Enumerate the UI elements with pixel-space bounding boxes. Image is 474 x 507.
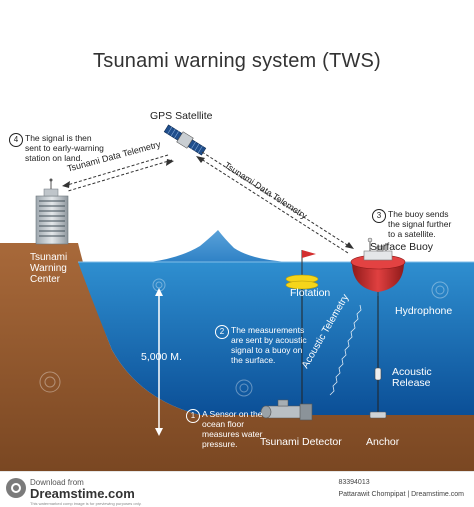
step-3-line: to a satellite.	[388, 229, 436, 239]
anchor-label: Anchor	[366, 436, 400, 448]
step-4-line: station on land.	[25, 153, 83, 163]
step-4-text: The signal is then sent to early-warning…	[25, 133, 104, 163]
warning-center-line-1: Tsunami	[30, 252, 68, 263]
tsunami-wave	[150, 230, 290, 262]
small-print: This watermarked comp image is for previ…	[30, 501, 142, 506]
step-4-number: 4	[9, 133, 23, 147]
acoustic-signal	[329, 304, 362, 396]
gps-satellite	[163, 124, 207, 156]
step-3-line: the signal further	[388, 219, 452, 229]
image-id: 83394013	[338, 479, 370, 486]
step-2-line: The measurements	[231, 325, 305, 335]
step-4-line: sent to early-warning	[25, 143, 104, 153]
warning-center-building	[35, 178, 69, 245]
step-1-line: ocean floor	[202, 419, 245, 429]
depth-label: 5,000 M.	[141, 351, 182, 363]
seabed	[0, 243, 474, 471]
flotation-buoy	[285, 250, 319, 410]
surface-buoy	[350, 237, 406, 296]
warning-center-line-3: Center	[30, 274, 61, 285]
warning-center-label: Tsunami Warning Center	[30, 252, 67, 285]
anchor-block	[369, 411, 387, 419]
credit-text: Pattarawit Chompipat | Dreamstime.com	[338, 491, 464, 498]
image-credit: 83394013 Pattarawit Chompipat | Dreamsti…	[338, 477, 464, 501]
step-1-line: A Sensor on the	[202, 409, 263, 419]
telemetry-arrows	[63, 151, 353, 254]
acoustic-release-line-1: Acoustic	[392, 366, 432, 378]
step-4-line: The signal is then	[25, 133, 92, 143]
site-name[interactable]: Dreamstime.com	[30, 486, 135, 501]
download-from-text: Download from	[30, 478, 84, 487]
warning-center-line-2: Warning	[30, 263, 67, 274]
step-1-number: 1	[186, 409, 200, 423]
tsunami-detector	[260, 399, 313, 421]
step-3-number: 3	[372, 209, 386, 223]
acoustic-release	[374, 367, 382, 381]
step-3-text: The buoy sends the signal further to a s…	[388, 209, 451, 239]
step-2-number: 2	[215, 325, 229, 339]
dreamstime-logo-icon	[6, 478, 26, 498]
step-2-line: signal to a buoy on	[231, 345, 303, 355]
watermark-footer: Download from Dreamstime.com This waterm…	[0, 471, 474, 507]
gps-satellite-label: GPS Satellite	[150, 110, 213, 122]
step-3-line: The buoy sends	[388, 209, 449, 219]
step-2-line: are sent by acoustic	[231, 335, 307, 345]
step-1-text: A Sensor on the ocean floor measures wat…	[202, 409, 263, 449]
acoustic-release-line-2: Release	[392, 377, 431, 389]
page-title: Tsunami warning system (TWS)	[93, 50, 381, 72]
flotation-label: Flotation	[290, 287, 331, 299]
swirl-decorations	[39, 278, 449, 397]
step-2-line: the surface.	[231, 355, 276, 365]
tsunami-detector-label: Tsunami Detector	[260, 436, 342, 448]
acoustic-release-label: Acoustic Release	[392, 367, 432, 389]
step-1-line: measures water	[202, 429, 263, 439]
step-1-line: pressure.	[202, 439, 238, 449]
hydrophone-label: Hydrophone	[395, 305, 453, 317]
step-2-text: The measurements are sent by acoustic si…	[231, 325, 307, 365]
surface-buoy-label: Surface Buoy	[370, 241, 434, 253]
